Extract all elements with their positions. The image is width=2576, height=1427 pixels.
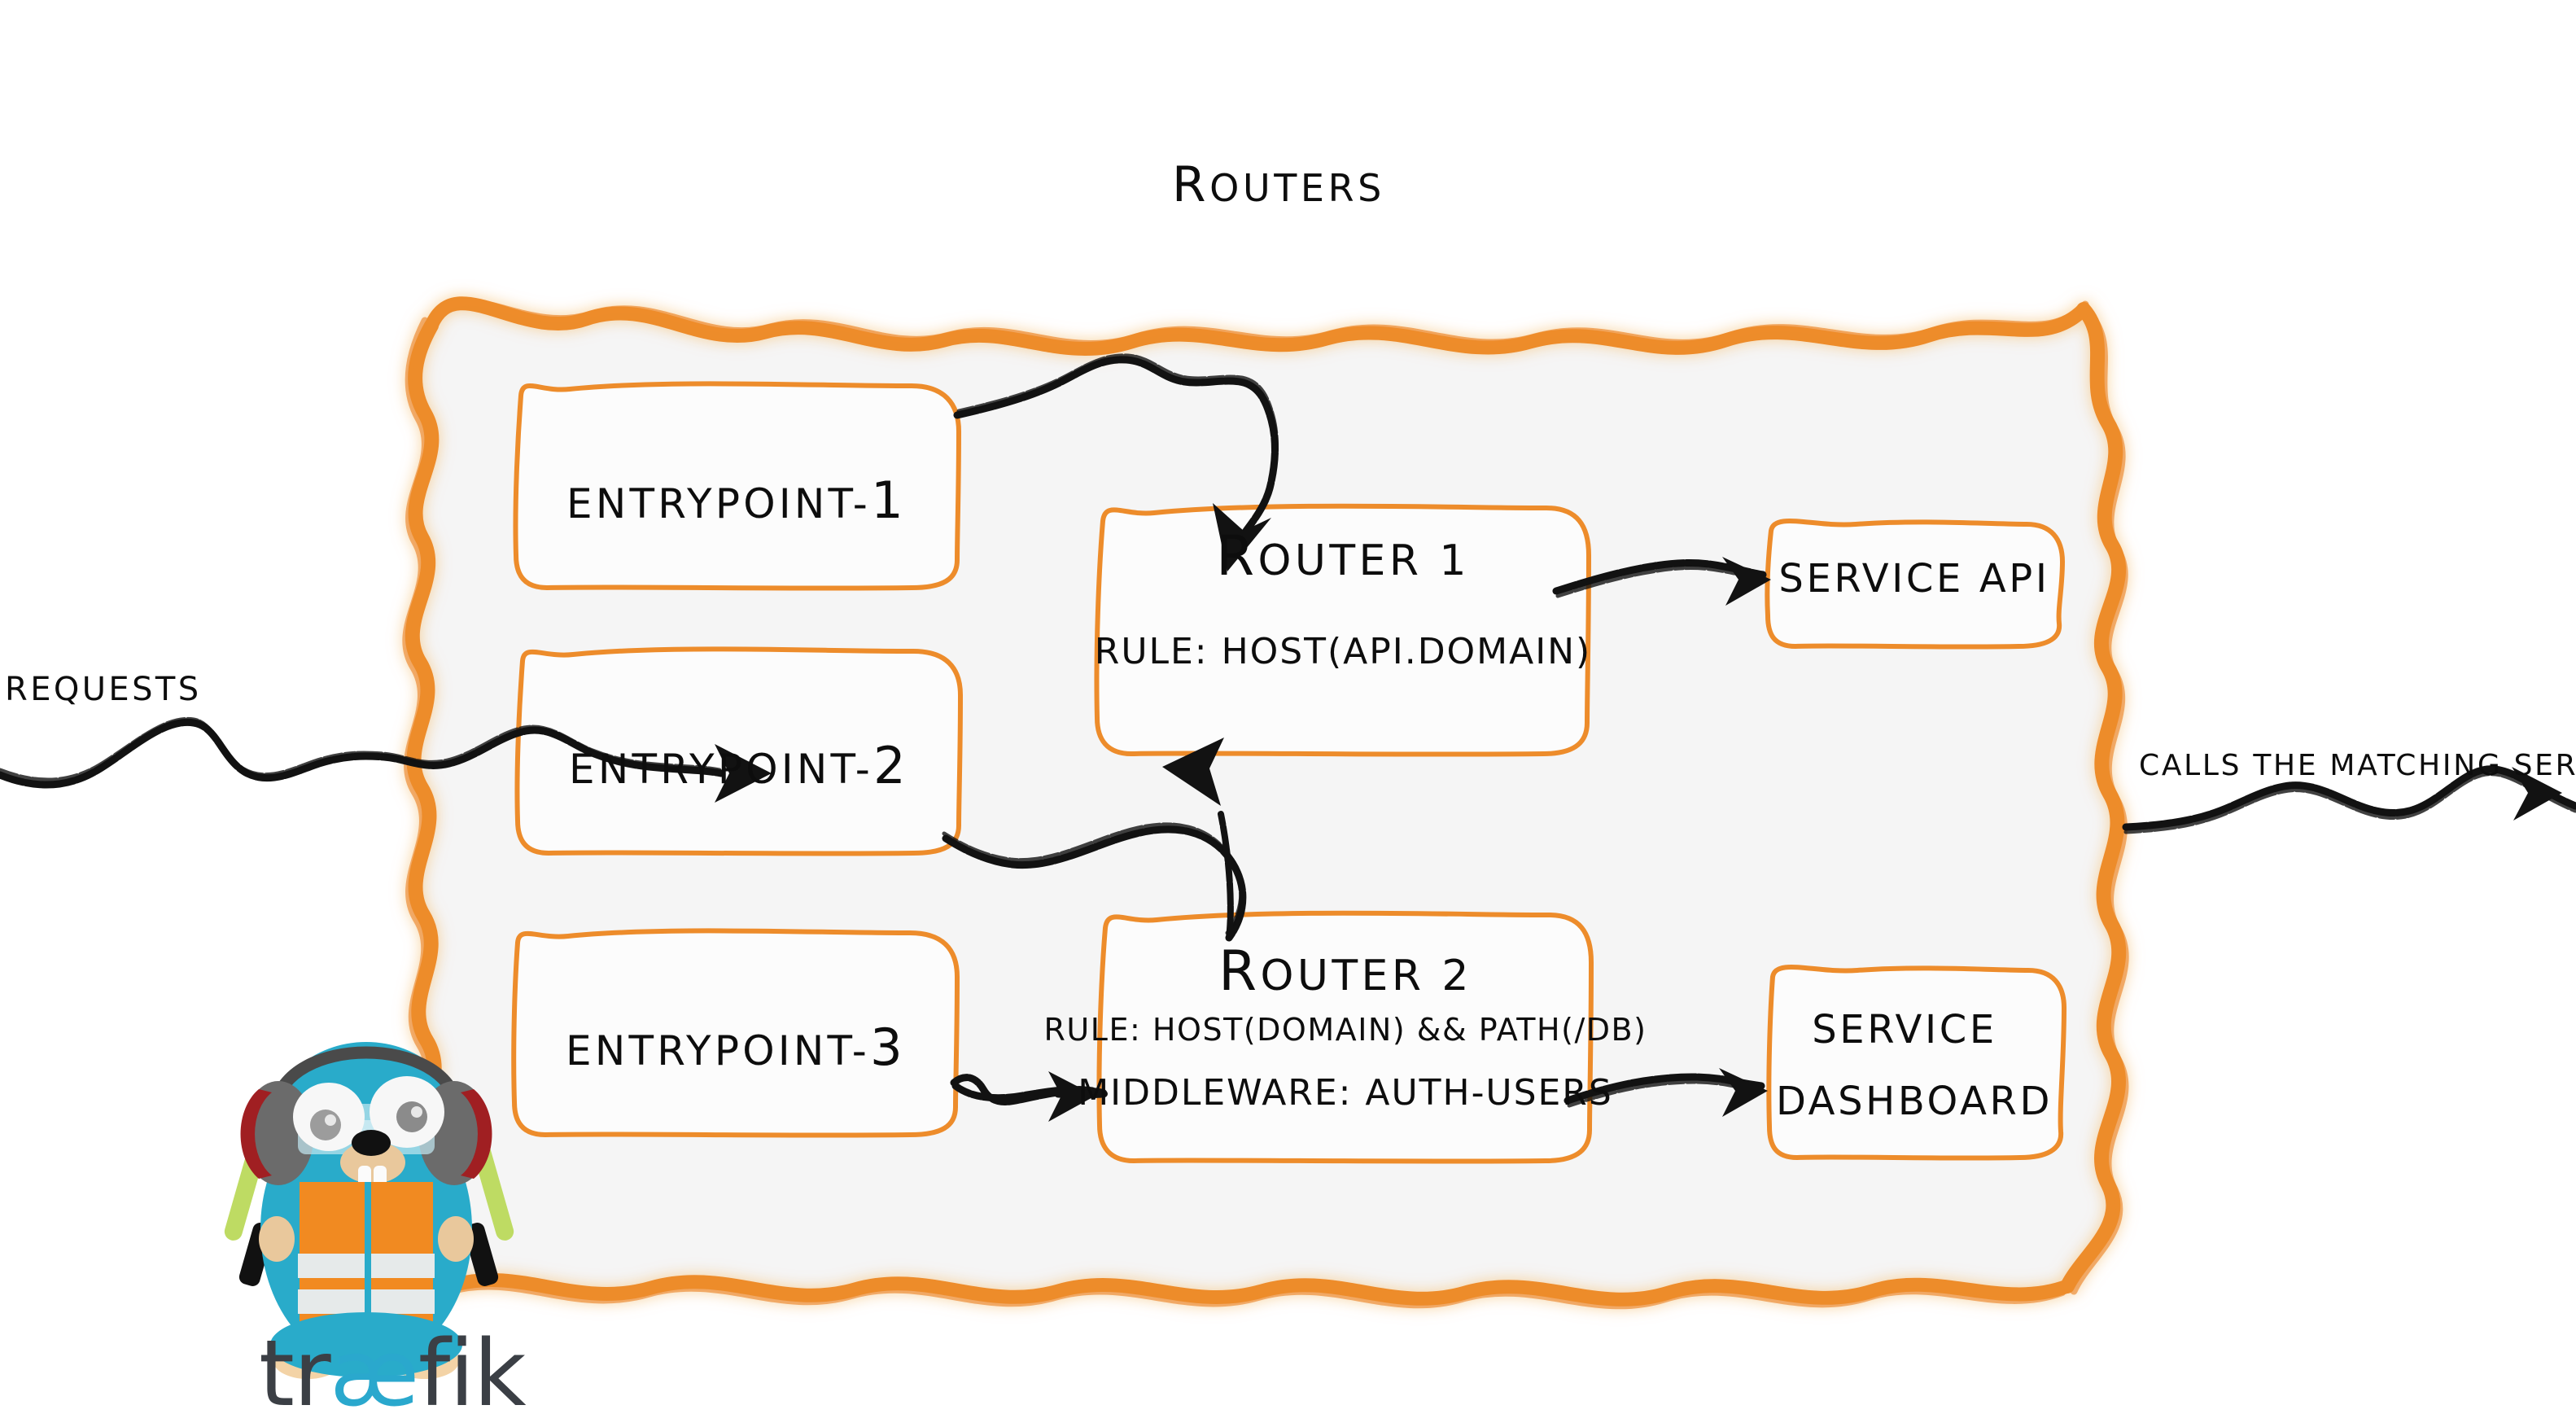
traefik-wordmark: træfik	[259, 1321, 527, 1427]
entrypoint-2-label: entrypoint-2	[568, 736, 910, 795]
router-2-middleware: Middleware: auth-users	[1078, 1072, 1613, 1114]
title-rest: OUTERS	[1209, 166, 1385, 210]
service-dashboard-label-line1: Service	[1812, 1007, 1997, 1053]
service-api-box	[1765, 518, 2065, 650]
entrypoint2-to-router1-arrow-icon	[942, 738, 1247, 942]
entrypoint-2-box	[514, 646, 963, 856]
router2-to-service-dashboard-arrow-icon	[1564, 1068, 1768, 1117]
title-cap: R	[1172, 156, 1210, 213]
router-1-title: Router 1	[1216, 523, 1470, 588]
calls-matching-server-arrow-icon	[2122, 765, 2576, 834]
entrypoint1-to-router1-arrow-icon	[953, 353, 1279, 571]
router-2-title: Router 2	[1218, 939, 1472, 1003]
router-2-box	[1096, 910, 1594, 1164]
entrypoint-1-label: entrypoint-1	[566, 471, 908, 530]
router1-to-service-api-arrow-icon	[1552, 557, 1771, 606]
service-dashboard-label-line2: Dashboard	[1775, 1079, 2053, 1124]
entrypoint-1-box	[513, 381, 961, 591]
service-dashboard-box	[1766, 964, 2066, 1161]
router-1-box	[1094, 503, 1591, 757]
requests-label: Requests	[5, 671, 202, 708]
entrypoint-3-box	[511, 928, 960, 1138]
service-api-label: Service API	[1778, 556, 2050, 602]
entrypoint-3-label: entrypoint-3	[565, 1018, 907, 1077]
entrypoint3-to-router2-arrow-icon	[950, 1071, 1109, 1122]
calls-matching-server-label: Calls the matching server	[2139, 749, 2576, 782]
router-2-rule: rule: Host(domain) && Path(/db)	[1043, 1012, 1647, 1048]
router-1-rule: rule: Host(api.domain)	[1094, 631, 1592, 672]
requests-arrow-icon	[0, 716, 772, 803]
page-title: ROUTERS	[1172, 160, 1385, 211]
